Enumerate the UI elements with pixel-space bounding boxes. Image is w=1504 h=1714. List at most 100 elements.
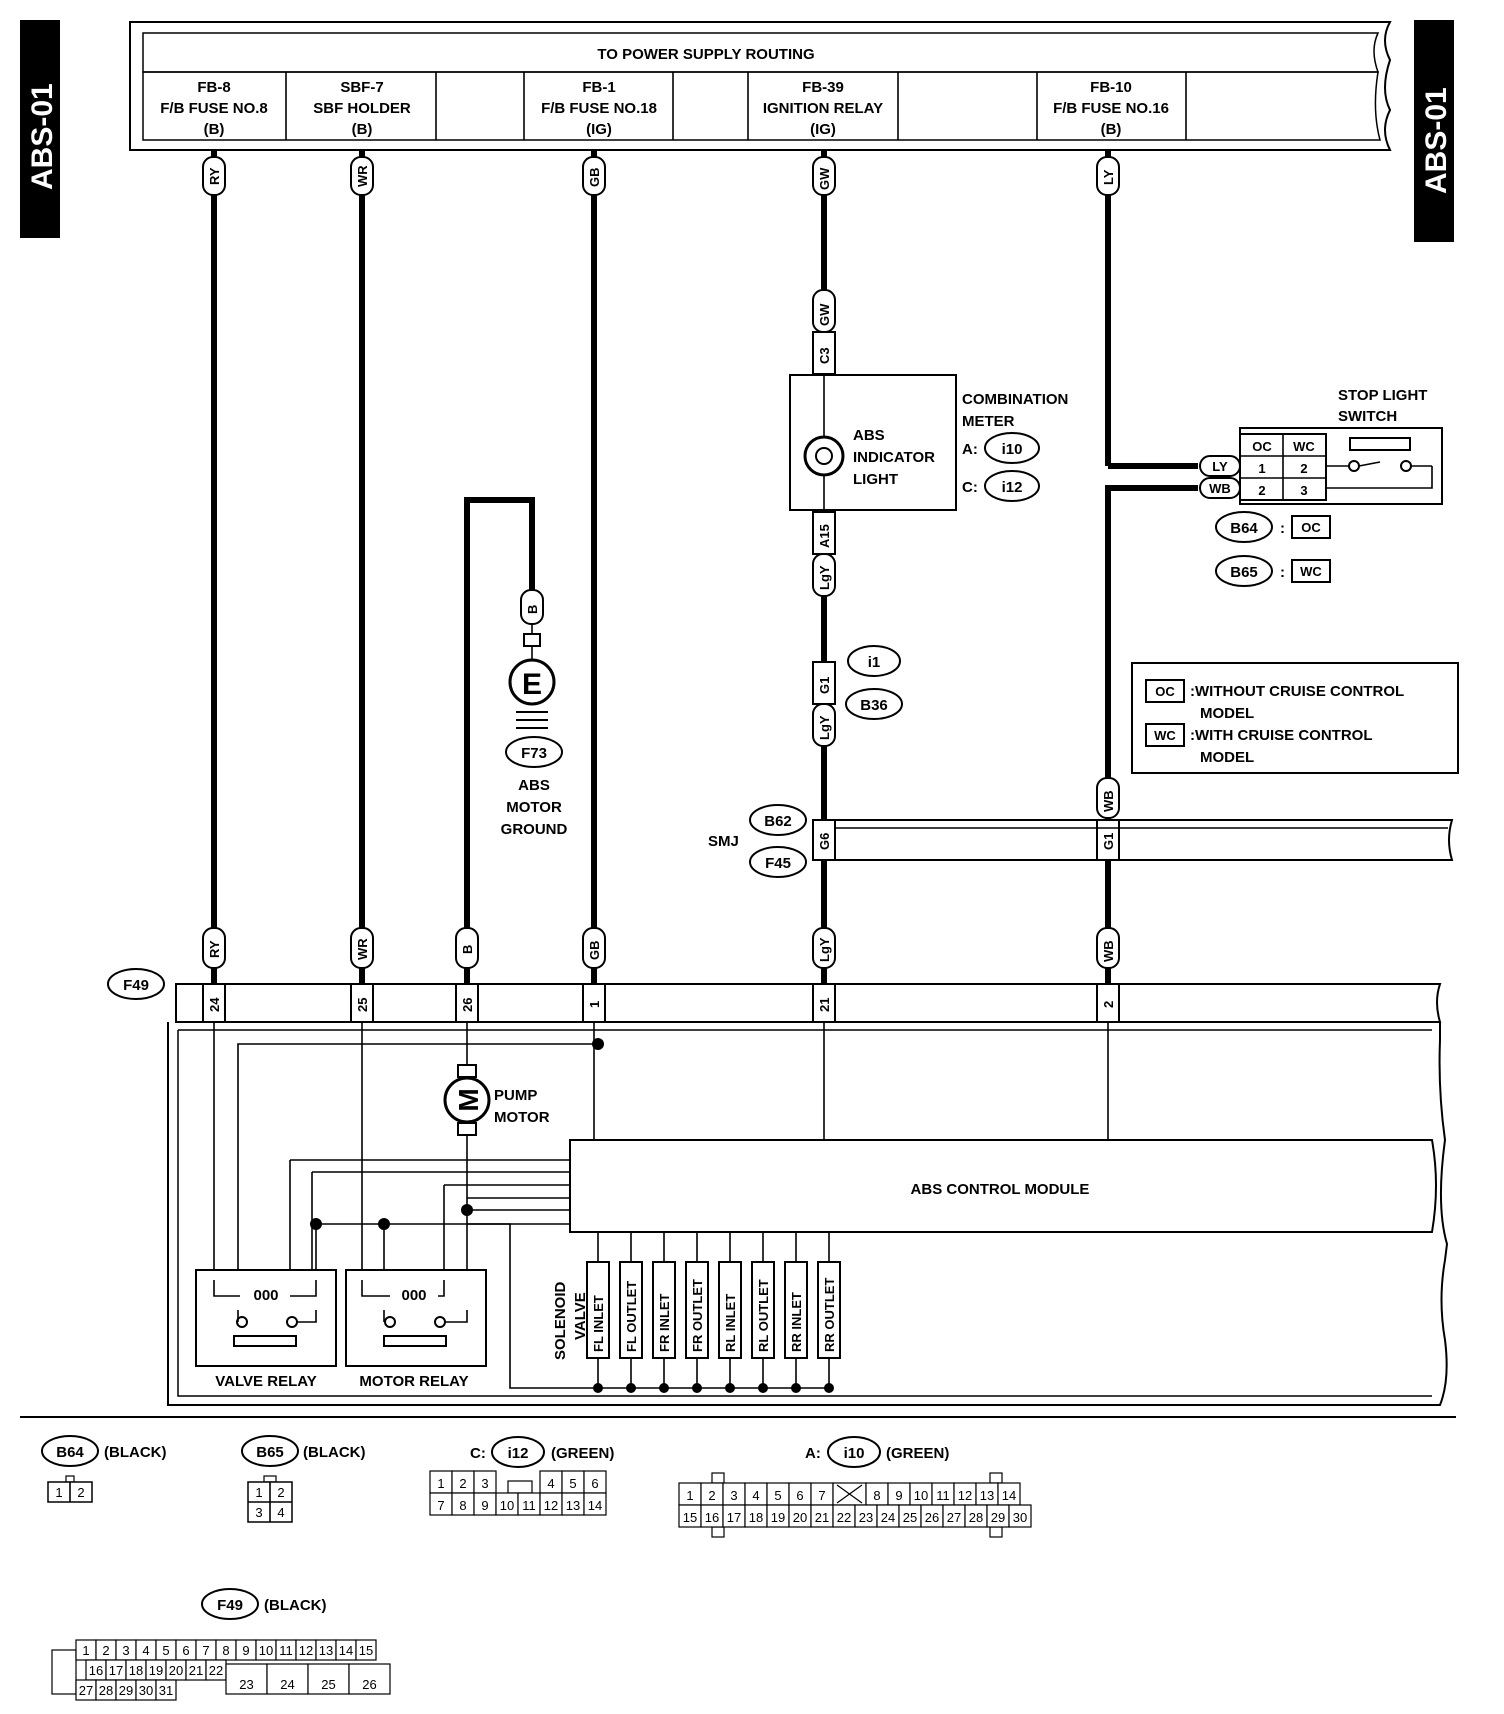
- svg-text:(GREEN): (GREEN): [886, 1445, 949, 1462]
- f49-pin: 22: [209, 1663, 223, 1678]
- pin-g1-smj: G1: [1096, 819, 1120, 861]
- i12-pin: 7: [437, 1498, 444, 1513]
- combination-meter-c-conn: i12: [1002, 479, 1023, 496]
- svg-text::WITHOUT CRUISE CONTROL: :WITHOUT CRUISE CONTROL: [1190, 683, 1404, 700]
- f49-pin-large: 24: [280, 1677, 294, 1692]
- solenoid-label: RL INLET: [723, 1294, 738, 1352]
- f49-pin: 31: [159, 1683, 173, 1698]
- svg-text:1: 1: [255, 1485, 262, 1500]
- i10-pin: 28: [969, 1510, 983, 1525]
- i10-pin: 23: [859, 1510, 873, 1525]
- svg-text:WR: WR: [355, 938, 370, 960]
- pin-26: 26: [455, 983, 479, 1023]
- i10-pin: 10: [914, 1488, 928, 1503]
- i10-pin: 29: [991, 1510, 1005, 1525]
- tag-wb-bottom: WB: [1096, 927, 1120, 969]
- i10-pin: 25: [903, 1510, 917, 1525]
- source-fb-8: FB-8 F/B FUSE NO.8 (B): [160, 79, 268, 138]
- svg-text::: :: [1280, 520, 1285, 537]
- svg-text:OC: OC: [1155, 684, 1175, 699]
- motor-symbol: M: [453, 1088, 484, 1111]
- i12-pin: 8: [459, 1498, 466, 1513]
- f49-pin-large: 23: [239, 1677, 253, 1692]
- svg-text:B64: B64: [56, 1444, 84, 1461]
- solenoid-label: FL OUTLET: [624, 1281, 639, 1352]
- i10-pin: 12: [958, 1488, 972, 1503]
- combination-meter-title-1: COMBINATION: [962, 391, 1068, 408]
- i10-pin: 8: [873, 1488, 880, 1503]
- f49-pin: 21: [189, 1663, 203, 1678]
- svg-text:GW: GW: [817, 303, 832, 326]
- i10-pin: 26: [925, 1510, 939, 1525]
- tag-lgy-i1: LgY: [812, 703, 836, 747]
- svg-text:LgY: LgY: [817, 565, 832, 590]
- f49-pin: 20: [169, 1663, 183, 1678]
- pin-21: 21: [812, 983, 836, 1023]
- svg-text:OC: OC: [1252, 439, 1272, 454]
- f49-pin: 29: [119, 1683, 133, 1698]
- tag-wr-bottom: WR: [350, 927, 374, 969]
- svg-text:G6: G6: [817, 833, 832, 850]
- i12-pin: 12: [544, 1498, 558, 1513]
- svg-text:1: 1: [1258, 461, 1265, 476]
- svg-text:LgY: LgY: [817, 937, 832, 962]
- side-label-right: ABS-01: [1414, 20, 1454, 242]
- stop-light-title-2: SWITCH: [1338, 408, 1397, 425]
- i10-pin: 7: [818, 1488, 825, 1503]
- svg-text:MODEL: MODEL: [1200, 749, 1254, 766]
- source-fb-39: FB-39 IGNITION RELAY (IG): [763, 79, 883, 138]
- f49-pin: 28: [99, 1683, 113, 1698]
- f49-pin: 15: [359, 1643, 373, 1658]
- svg-text:25: 25: [355, 998, 370, 1012]
- i10-pin: 6: [796, 1488, 803, 1503]
- svg-text:i10: i10: [844, 1445, 865, 1462]
- f49-pin: 16: [89, 1663, 103, 1678]
- legend: OC :WITHOUT CRUISE CONTROL MODEL WC :WIT…: [1131, 662, 1459, 774]
- svg-text:GW: GW: [817, 167, 832, 190]
- svg-text:WB: WB: [1101, 790, 1116, 812]
- i12-pin: 1: [437, 1476, 444, 1491]
- solenoid-label: RL OUTLET: [756, 1279, 771, 1352]
- svg-text:FB-39: FB-39: [802, 79, 844, 96]
- svg-text:F49: F49: [217, 1597, 243, 1614]
- svg-text:26: 26: [460, 998, 475, 1012]
- combination-meter-title-2: METER: [962, 413, 1015, 430]
- svg-text:B: B: [525, 605, 540, 614]
- svg-text:C:: C:: [470, 1445, 486, 1462]
- svg-text:(BLACK): (BLACK): [104, 1444, 166, 1461]
- svg-text:VALVE RELAY: VALVE RELAY: [215, 1373, 316, 1390]
- connector-view-b65: B65 (BLACK) 1 2 3 4: [241, 1435, 365, 1523]
- svg-text:B65: B65: [1230, 564, 1258, 581]
- ground-symbol: E: [522, 668, 542, 701]
- i10-pin: 15: [683, 1510, 697, 1525]
- pin-1: 1: [582, 983, 606, 1023]
- svg-text:RY: RY: [207, 940, 222, 958]
- power-supply-box: TO POWER SUPPLY ROUTING FB-8 F/B FUSE NO…: [129, 21, 1392, 151]
- tag-gb-bottom: GB: [582, 927, 606, 969]
- f49-pin: 19: [149, 1663, 163, 1678]
- svg-text:C3: C3: [817, 347, 832, 364]
- smj-label: SMJ: [708, 833, 739, 850]
- stop-light-switch: STOP LIGHT SWITCH OC WC 1 2 2 3 LY WB B6…: [1199, 387, 1443, 587]
- source-fb-10: FB-10 F/B FUSE NO.16 (B): [1053, 79, 1169, 138]
- tag-ry-top: RY: [202, 156, 226, 196]
- solenoid-label: FR OUTLET: [690, 1279, 705, 1352]
- abs-control-module-title: ABS CONTROL MODULE: [911, 1181, 1090, 1198]
- svg-text:PUMP: PUMP: [494, 1087, 537, 1104]
- svg-text:2: 2: [277, 1485, 284, 1500]
- tag-ly-top: LY: [1096, 156, 1120, 196]
- svg-text:4: 4: [277, 1505, 284, 1520]
- abs-module: M PUMP MOTOR ABS CONTROL MODULE 000 VALV…: [167, 1022, 1449, 1406]
- pin-c3: C3: [812, 331, 836, 375]
- stop-light-title-1: STOP LIGHT: [1338, 387, 1427, 404]
- svg-text:F/B FUSE NO.8: F/B FUSE NO.8: [160, 100, 268, 117]
- svg-text:3: 3: [1300, 483, 1307, 498]
- i10-pin: 22: [837, 1510, 851, 1525]
- f49-pin: 6: [182, 1643, 189, 1658]
- svg-text:(B): (B): [352, 121, 373, 138]
- svg-text:SBF HOLDER: SBF HOLDER: [313, 100, 411, 117]
- svg-text:B62: B62: [764, 813, 792, 830]
- svg-text:WB: WB: [1209, 481, 1231, 496]
- combination-meter-a-prefix: A:: [962, 441, 978, 458]
